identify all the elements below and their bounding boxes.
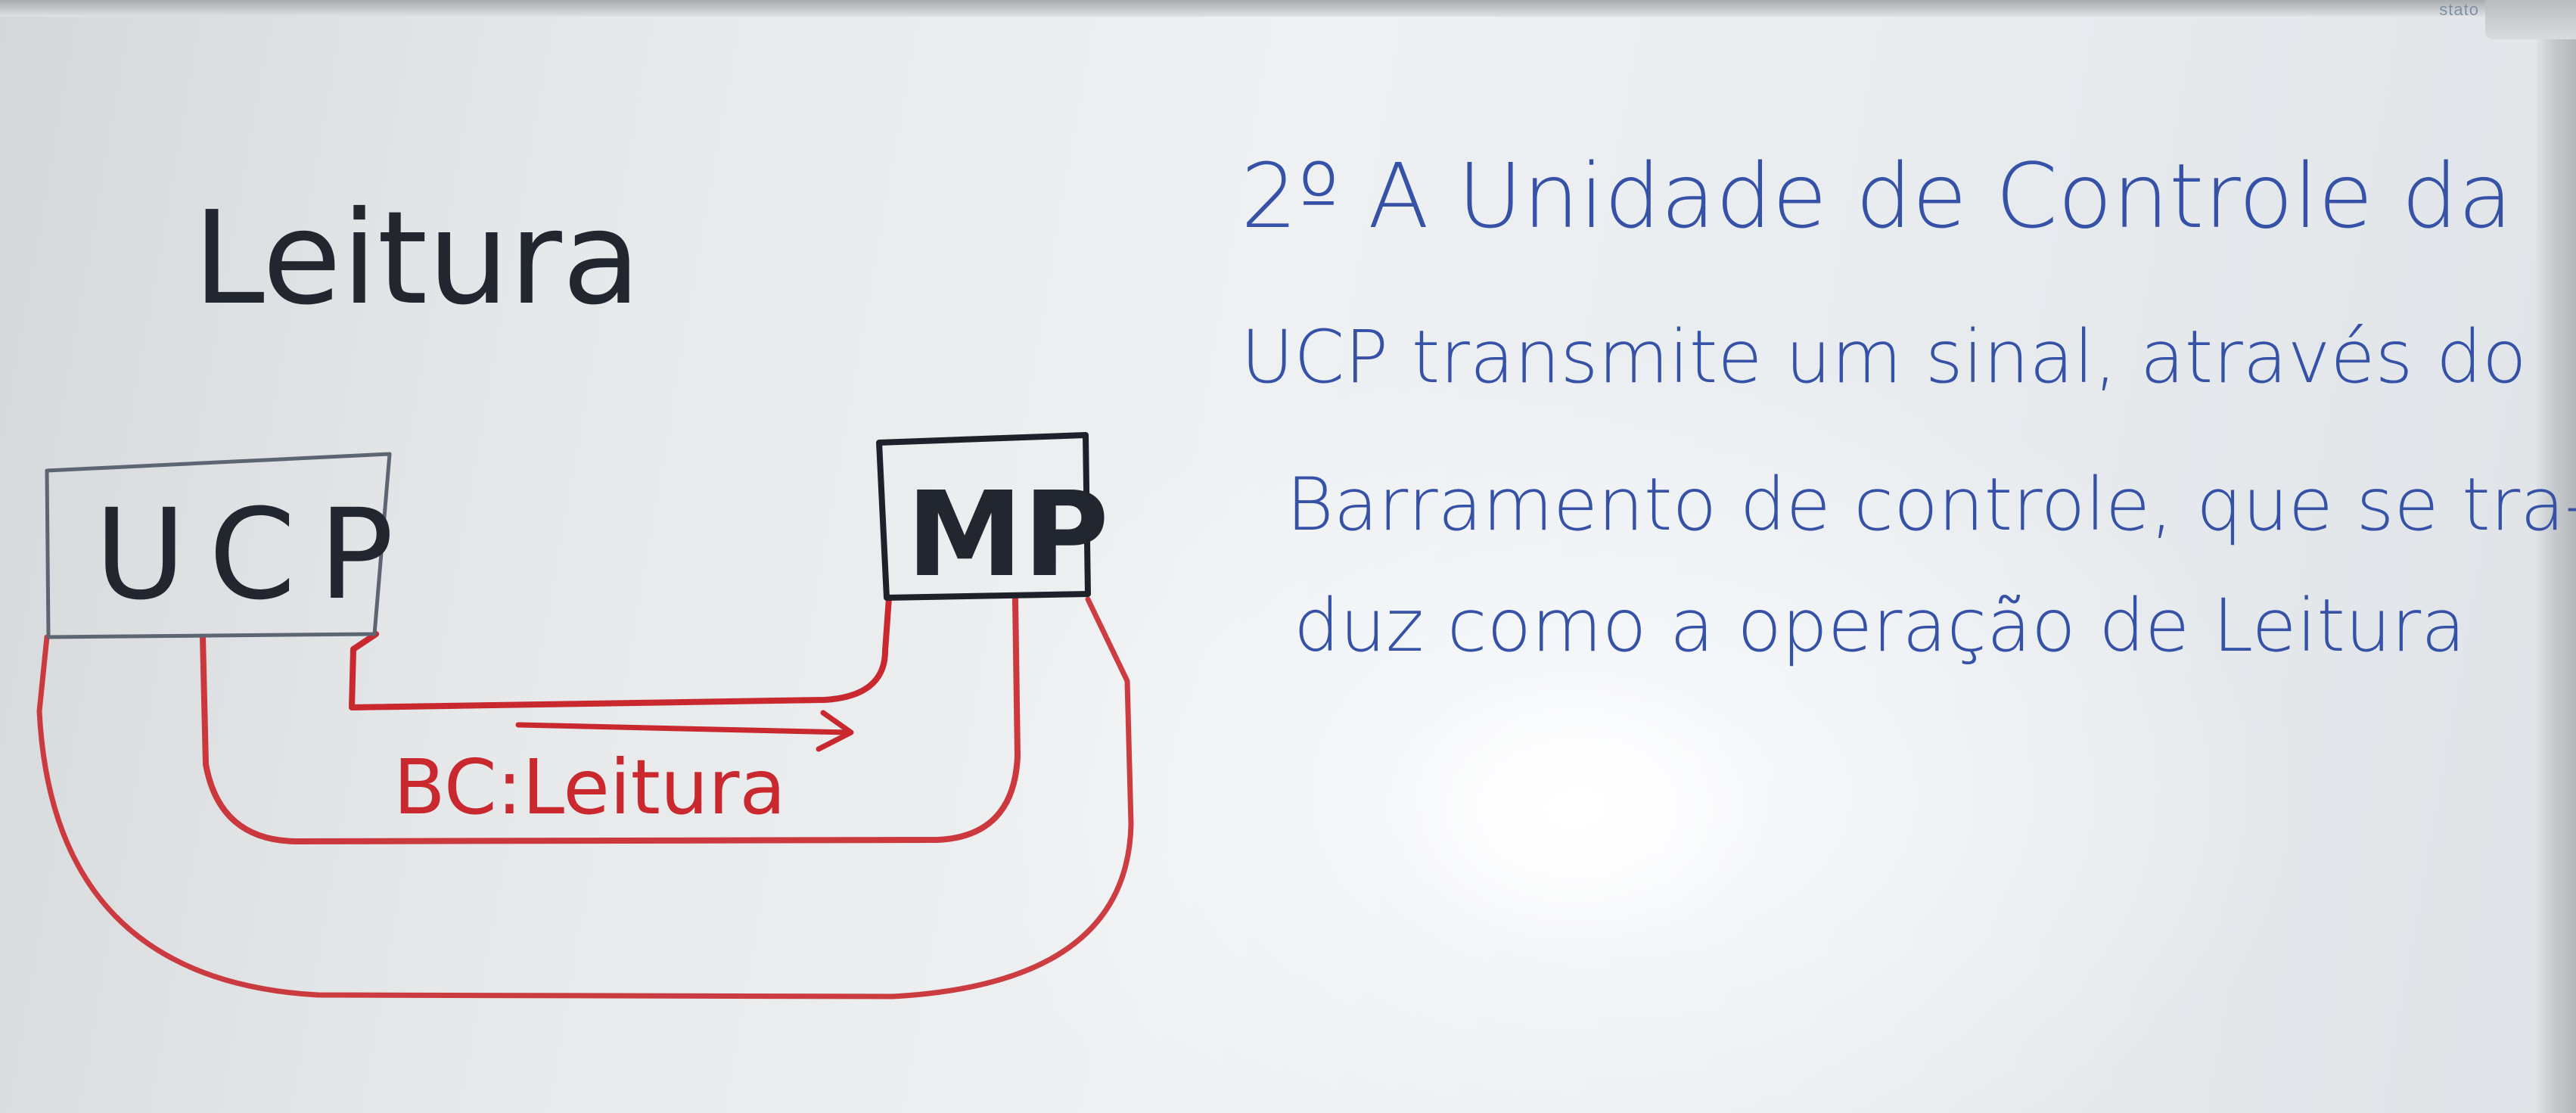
mp-box-label: MP: [906, 466, 1109, 603]
mp-box: MP: [876, 432, 1109, 603]
note-line-3: Barramento de controle, que se tra-: [1286, 462, 2576, 547]
ucp-box: UCP: [45, 452, 416, 639]
whiteboard-corner-cap: [2485, 0, 2576, 39]
ucp-box-label: UCP: [95, 482, 416, 627]
bus-lines: [36, 595, 1134, 1000]
bus-arrow-shaft: [515, 722, 850, 735]
whiteboard-frame-right: [2537, 0, 2576, 1113]
brand-label: stato: [2439, 0, 2479, 19]
note-line-1: 2º A Unidade de Controle da: [1241, 144, 2512, 248]
ucp-box-outline: [45, 452, 392, 639]
address-bus-line: [200, 596, 1021, 844]
mp-box-outline: [876, 432, 1091, 601]
bus-label: BC:Leitura: [393, 743, 786, 832]
control-bus-line: [349, 595, 892, 710]
data-bus-line: [36, 596, 1134, 1000]
bus-arrow-head: [816, 710, 854, 752]
whiteboard-frame-top: [0, 0, 2576, 17]
explanation-note: 2º A Unidade de Controle da UCP transmit…: [1241, 144, 2576, 668]
note-line-4: duz como a operação de Leitura: [1294, 583, 2466, 668]
board-title: Leitura: [193, 184, 641, 334]
note-line-2: UCP transmite um sinal, através do: [1241, 315, 2527, 399]
